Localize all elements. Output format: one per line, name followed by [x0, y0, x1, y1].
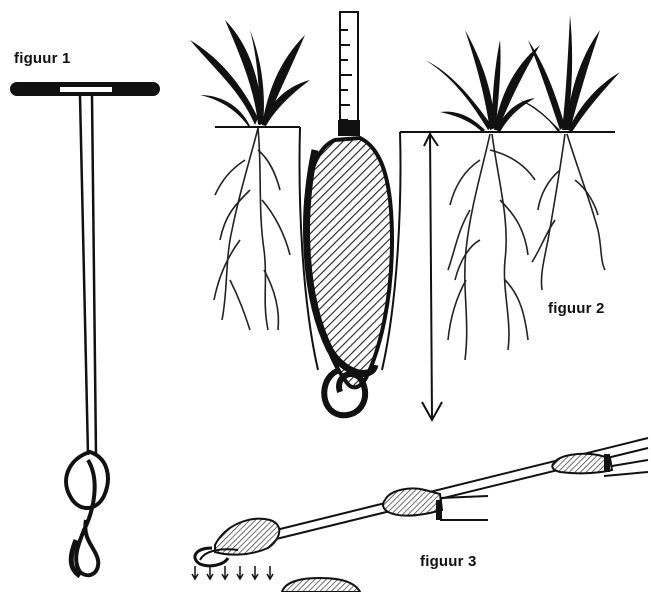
handle-joint	[60, 87, 112, 92]
pull-blade	[195, 519, 279, 566]
left-plant-leaves	[190, 20, 310, 126]
upper-hand	[552, 454, 648, 476]
right-plant-1-leaves	[425, 30, 540, 132]
weeder-tool-figure-1	[10, 82, 160, 576]
plants-figure-2	[190, 12, 620, 420]
tool-shaft	[80, 96, 96, 455]
measurement-shaft	[338, 12, 360, 136]
figure-3-label: figuur 3	[420, 553, 477, 570]
middle-hand	[383, 488, 488, 520]
tool-twisted-blade	[66, 452, 108, 576]
right-plant-roots	[448, 134, 605, 360]
soil-clump	[282, 578, 360, 592]
blade-in-soil	[305, 138, 392, 415]
depth-arrow	[404, 132, 442, 420]
figure-2-label: figuur 2	[548, 300, 605, 317]
right-plant-2-leaves	[520, 15, 620, 132]
left-plant-roots	[214, 128, 290, 330]
figure-1-label: figuur 1	[14, 50, 71, 67]
soil-arrows	[192, 566, 273, 579]
